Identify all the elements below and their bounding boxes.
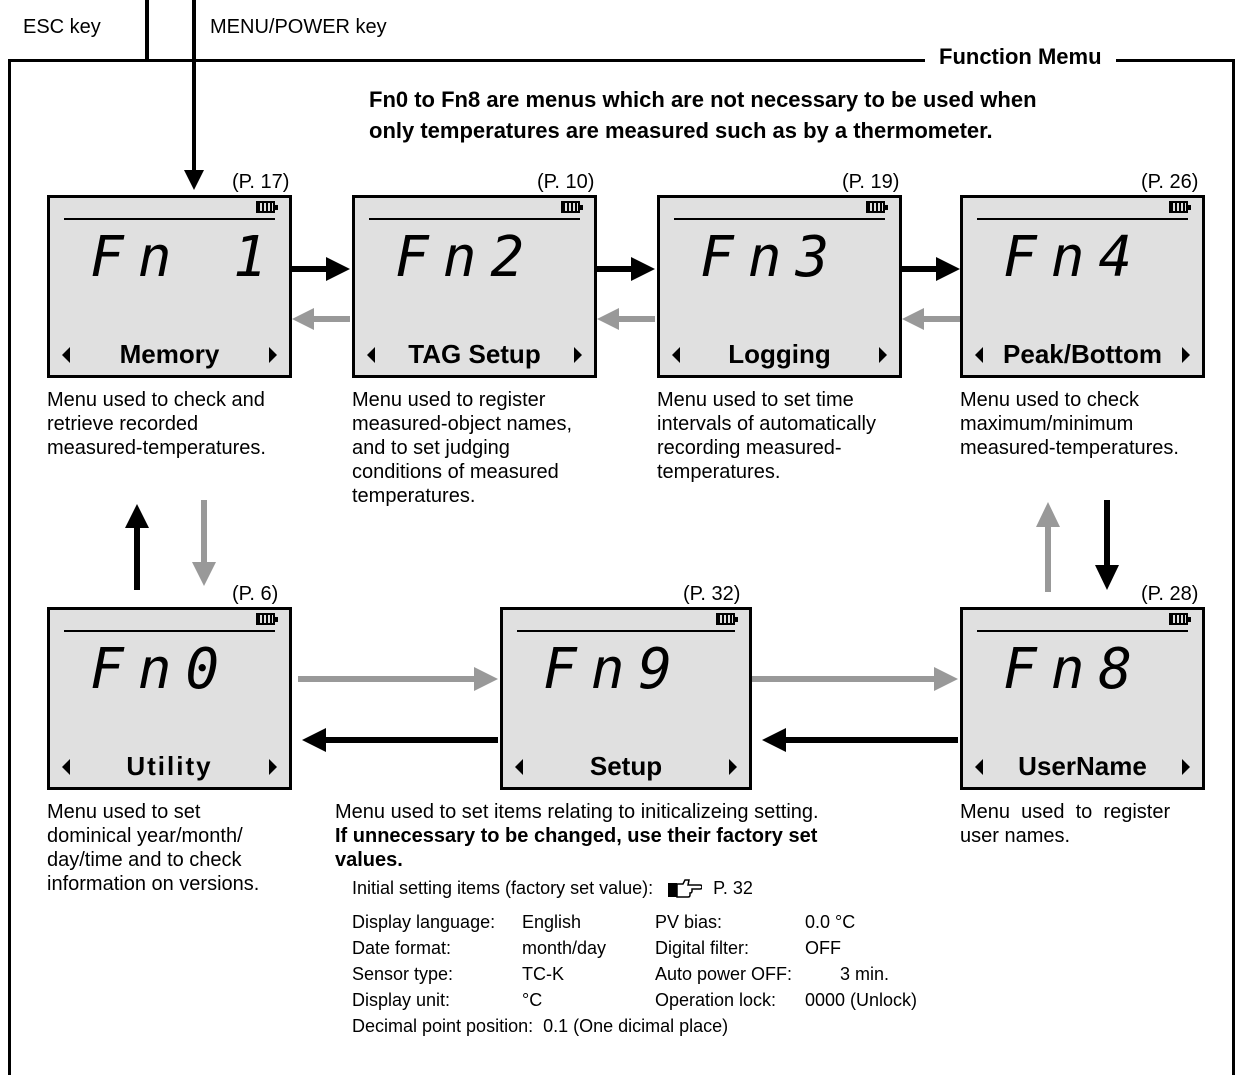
page-ref-fn4: (P. 26) xyxy=(1141,171,1199,193)
arrow-fn3-to-fn4-head xyxy=(936,257,960,281)
lcd-code: Fn8 xyxy=(1003,637,1147,702)
lcd-label: Peak/Bottom xyxy=(1003,339,1162,369)
initial-last: Decimal point position: 0.1 (One dicimal… xyxy=(352,1016,729,1036)
note-line-1: Fn0 to Fn8 are menus which are not neces… xyxy=(369,87,1037,112)
page-ref-fn3: (P. 19) xyxy=(842,171,900,193)
triangle-right-icon xyxy=(1182,759,1190,775)
arrow-menu-to-fn1-head xyxy=(184,170,204,190)
arrow-fn4-to-fn8-head xyxy=(1095,565,1119,590)
triangle-left-icon xyxy=(62,347,70,363)
triangle-left-icon xyxy=(975,759,983,775)
desc-fn9: Menu used to set items relating to initi… xyxy=(335,801,819,871)
lcd-code: Fn9 xyxy=(543,637,687,702)
triangle-right-icon xyxy=(879,347,887,363)
arrow-fn0-to-fn1-head xyxy=(125,504,149,528)
lcd-code: Fn 1 xyxy=(90,225,281,290)
triangle-left-icon xyxy=(367,347,375,363)
arrow-fn9-to-fn8-head xyxy=(934,667,958,691)
lcd-label: Memory xyxy=(119,339,220,369)
pointing-hand-icon xyxy=(668,879,703,899)
menu-power-key-label: MENU/POWER key xyxy=(210,16,387,38)
battery-icon xyxy=(256,613,278,625)
battery-icon xyxy=(1169,613,1191,625)
page-ref-fn2: (P. 10) xyxy=(537,171,595,193)
initial-row: Sensor type: TC-K Auto power OFF: 3 min. xyxy=(352,964,890,984)
menu-key-line xyxy=(192,0,196,60)
triangle-right-icon xyxy=(269,759,277,775)
lcd-fn9: Fn9 Setup xyxy=(500,607,752,790)
function-menu-frame xyxy=(8,59,1235,1075)
lcd-label: UserName xyxy=(1018,751,1147,781)
arrow-fn8-to-fn9-head xyxy=(762,728,786,752)
triangle-left-icon xyxy=(62,759,70,775)
arrow-fn3-to-fn2-head xyxy=(597,308,619,330)
arrow-fn4-to-fn3-head xyxy=(902,308,924,330)
initial-row: Display unit: °C Operation lock: 0000 (U… xyxy=(352,990,918,1010)
triangle-right-icon xyxy=(269,347,277,363)
battery-icon xyxy=(256,201,278,213)
battery-icon xyxy=(866,201,888,213)
initial-ref: P. 32 xyxy=(713,878,753,898)
initial-row: Date format: month/day Digital filter: O… xyxy=(352,938,841,958)
lcd-fn0: Fn0 Utility xyxy=(47,607,292,790)
initial-row: Display language: English PV bias: 0.0 °… xyxy=(352,912,856,932)
arrow-fn1-to-fn2-head xyxy=(326,257,350,281)
battery-icon xyxy=(1169,201,1191,213)
lcd-label: Utility xyxy=(126,751,213,781)
arrow-fn1-to-fn0-head xyxy=(192,562,216,586)
esc-key-line xyxy=(145,0,149,60)
triangle-left-icon xyxy=(515,759,523,775)
triangle-right-icon xyxy=(729,759,737,775)
lcd-code: Fn2 xyxy=(395,225,539,290)
arrow-fn2-to-fn3-head xyxy=(631,257,655,281)
lcd-fn2: Fn2 TAG Setup xyxy=(352,195,597,378)
function-menu-title: Function Memu xyxy=(925,42,1116,72)
esc-key-label: ESC key xyxy=(23,16,101,38)
note-line-2: only temperatures are measured such as b… xyxy=(369,118,993,143)
lcd-fn8: Fn8 UserName xyxy=(960,607,1205,790)
page-ref-fn0: (P. 6) xyxy=(232,583,279,605)
lcd-label: TAG Setup xyxy=(408,339,541,369)
page-ref-fn9: (P. 32) xyxy=(683,583,741,605)
lcd-fn4: Fn4 Peak/Bottom xyxy=(960,195,1205,378)
lcd-fn3: Fn3 Logging xyxy=(657,195,902,378)
arrow-fn0-to-fn9-head xyxy=(474,667,498,691)
arrow-fn8-to-fn4-head xyxy=(1036,502,1060,527)
page-ref-fn1: (P. 17) xyxy=(232,171,290,193)
arrow-fn2-to-fn1-head xyxy=(292,308,314,330)
triangle-left-icon xyxy=(672,347,680,363)
lcd-fn1: Fn 1 Memory xyxy=(47,195,292,378)
triangle-left-icon xyxy=(975,347,983,363)
arrow-fn9-to-fn0-head xyxy=(302,728,326,752)
triangle-right-icon xyxy=(574,347,582,363)
lcd-code: Fn0 xyxy=(90,637,234,702)
lcd-code: Fn4 xyxy=(1003,225,1147,290)
lcd-label: Setup xyxy=(589,751,663,781)
battery-icon xyxy=(561,201,583,213)
initial-settings: Initial setting items (factory set value… xyxy=(352,876,972,1040)
lcd-label: Logging xyxy=(728,339,831,369)
lcd-code: Fn3 xyxy=(700,225,844,290)
triangle-right-icon xyxy=(1182,347,1190,363)
page-ref-fn8: (P. 28) xyxy=(1141,583,1199,605)
battery-icon xyxy=(716,613,738,625)
initial-heading: Initial setting items (factory set value… xyxy=(352,878,654,898)
